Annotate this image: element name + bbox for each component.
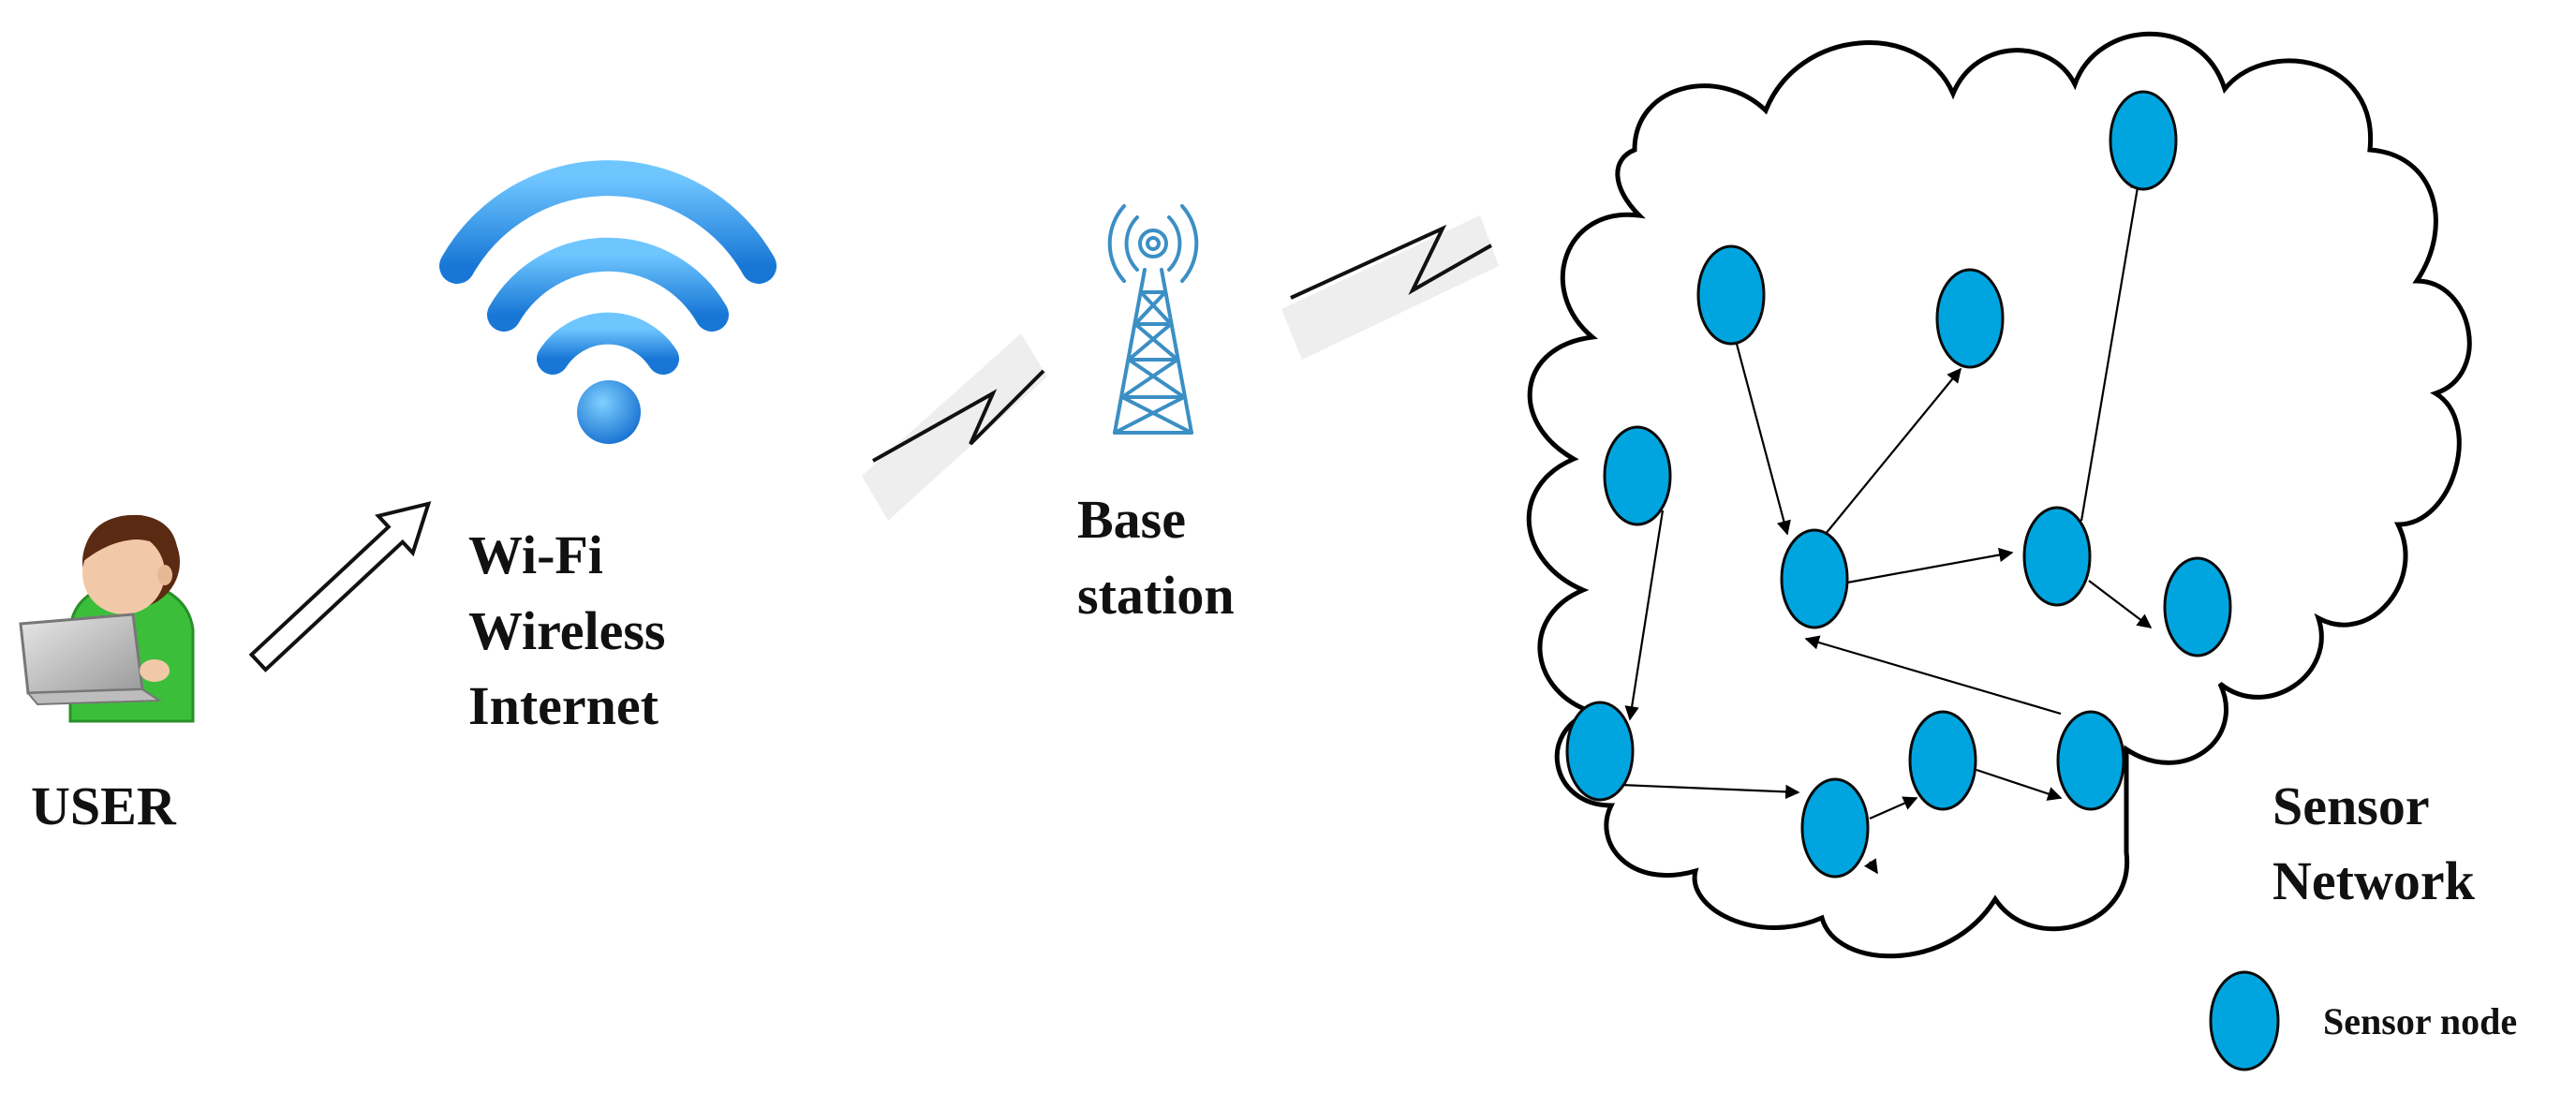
- sensor-node: [1780, 528, 1849, 629]
- base-label-line1: Base: [1077, 489, 1186, 550]
- edge: [2088, 580, 2153, 628]
- sensor-node: [1800, 777, 1870, 879]
- sensor-network-cloud: [1526, 31, 2472, 959]
- wifi-label-line3: Internet: [468, 675, 659, 736]
- legend-label: Sensor node: [2323, 1000, 2517, 1042]
- sensor-node: [1603, 425, 1672, 526]
- sensor-node: [2109, 90, 2178, 191]
- wifi-signal-icon: [439, 160, 777, 444]
- edge: [2080, 174, 2145, 522]
- base-label-line2: station: [1077, 565, 1235, 626]
- sensor-nodes: [1565, 90, 2232, 879]
- sensor-network-label-line1: Sensor: [2273, 775, 2430, 836]
- edge: [1820, 367, 1962, 540]
- user-label: USER: [31, 775, 177, 836]
- sensor-network-edges: [1620, 174, 2153, 875]
- edge: [1732, 332, 1791, 536]
- edge: [1620, 783, 1800, 800]
- wifi-label-line1: Wi-Fi: [468, 524, 603, 585]
- radio-tower-icon: [1107, 204, 1199, 435]
- edge: [1976, 768, 2063, 801]
- legend-sensor-node-icon: [2209, 970, 2280, 1071]
- edge: [1624, 510, 1665, 721]
- sensor-node: [2163, 556, 2232, 657]
- edge: [1846, 547, 2014, 584]
- hollow-arrow-icon: [248, 501, 432, 672]
- edge: [1804, 635, 2062, 716]
- sensor-node: [1935, 268, 2005, 369]
- lightning-link-icon: [1281, 215, 1499, 360]
- sensor-node: [1696, 244, 1766, 346]
- user-with-laptop-icon: [19, 514, 195, 723]
- edge: [1869, 796, 1918, 820]
- wifi-label-line2: Wireless: [468, 600, 666, 661]
- lightning-link-icon: [862, 333, 1047, 521]
- sensor-node: [1565, 701, 1635, 802]
- sensor-node: [2022, 506, 2092, 607]
- sensor-network-label-line2: Network: [2273, 850, 2476, 911]
- sensor-node: [2056, 710, 2125, 811]
- legend: Sensor node: [2209, 970, 2517, 1071]
- edge: [1863, 858, 1878, 875]
- sensor-node: [1908, 710, 1977, 811]
